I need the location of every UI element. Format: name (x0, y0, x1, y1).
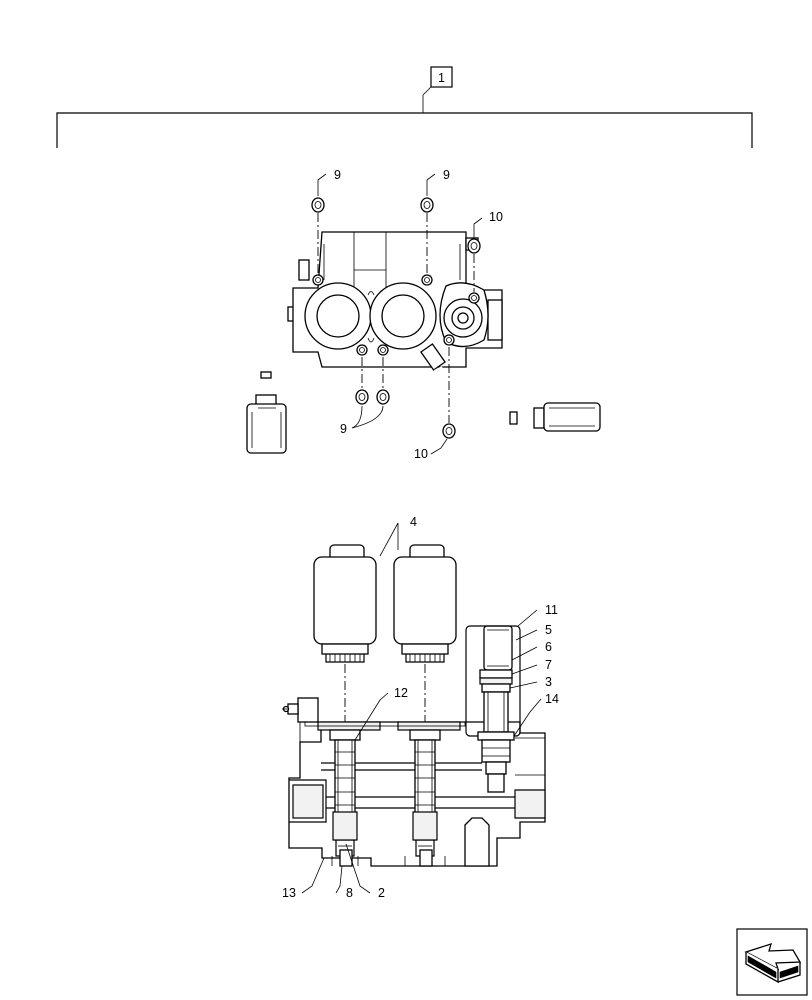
left-connector (246, 403, 287, 454)
coil-left-top (304, 282, 372, 350)
coil-left-side (313, 544, 377, 663)
callout-5: 5 (545, 623, 552, 637)
callout-10b: 10 (414, 447, 428, 461)
right-wire-harness (420, 343, 601, 432)
callout-1: 1 (438, 71, 445, 85)
callout-3: 3 (545, 675, 552, 689)
spool-left (329, 729, 361, 867)
callout-9c: 9 (340, 422, 347, 436)
next-page-arrow-icon[interactable] (736, 928, 808, 996)
callout-8: 8 (346, 886, 353, 900)
coil-right-side (393, 544, 457, 663)
callout-9a: 9 (334, 168, 341, 182)
callout-11: 11 (545, 603, 558, 617)
callout-10a: 10 (489, 210, 503, 224)
callout-13: 13 (282, 886, 296, 900)
cartridge-stack-right (465, 625, 521, 793)
callout-7: 7 (545, 658, 552, 672)
mounting-bolts (312, 274, 480, 356)
valve-section-view: 4 11 5 6 7 3 14 12 13 8 2 (282, 515, 559, 900)
callout-9b: 9 (443, 168, 450, 182)
exploded-hardware-top (311, 197, 481, 439)
valve-assembly-top-view: 9 9 10 9 10 (246, 168, 601, 461)
callout-12: 12 (394, 686, 408, 700)
callout-14: 14 (545, 692, 559, 706)
coil-right-top (369, 282, 437, 350)
callout-4: 4 (410, 515, 417, 529)
left-wire-harness (246, 306, 299, 454)
callout-6: 6 (545, 640, 552, 654)
assembly-bracket: 1 (56, 66, 753, 148)
assembly-callout-box (430, 66, 453, 88)
spool-right (404, 729, 446, 867)
right-connector (543, 402, 601, 432)
callout-2: 2 (378, 886, 385, 900)
